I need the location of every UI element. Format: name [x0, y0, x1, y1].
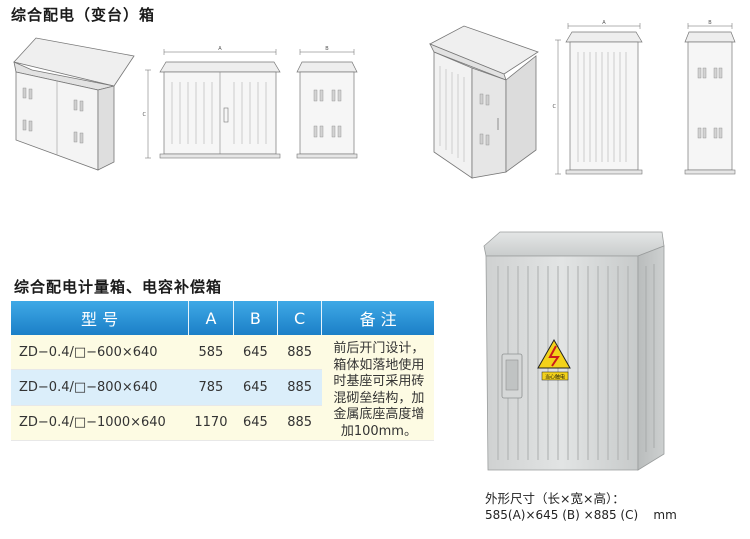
- dim-a-label-tall: A: [602, 20, 606, 26]
- cell-b: 645: [233, 405, 278, 442]
- dim-c-label-tall: C: [553, 104, 557, 110]
- cell-model: ZD−0.4/□−800×640: [11, 369, 189, 406]
- dim-a-label: A: [218, 46, 222, 52]
- header-a: A: [188, 301, 234, 335]
- cell-a: 1170: [188, 405, 234, 442]
- dim-b-label: B: [325, 46, 329, 52]
- cell-a: 785: [188, 369, 234, 406]
- spec-table: 型 号 A B C 备 注 ZD−0.4/□−600×640 585 645 8…: [11, 301, 434, 442]
- note-line: 前后开门设计，: [333, 341, 425, 356]
- note-line: 加100mm。: [340, 423, 417, 439]
- cell-model: ZD−0.4/□−600×640: [11, 335, 189, 371]
- table-header-row: 型 号 A B C 备 注: [11, 301, 434, 335]
- cabinet-side-elevation-tall-drawing: B: [684, 20, 736, 175]
- cabinet-side-elevation-wide-drawing: B: [296, 46, 358, 159]
- cell-c: 885: [277, 405, 322, 442]
- dimension-caption-line1: 外形尺寸（长×宽×高）：: [485, 491, 625, 506]
- section1-title: 综合配电（变台）箱: [11, 6, 156, 24]
- cell-model: ZD−0.4/□−1000×640: [11, 405, 189, 442]
- cell-c: 885: [277, 369, 322, 406]
- cell-a: 585: [188, 335, 234, 371]
- table-row: ZD−0.4/□−1000×640 1170 645 885: [11, 405, 434, 442]
- cabinet-front-elevation-wide-drawing: A C: [143, 46, 281, 159]
- header-note: 备 注: [321, 301, 434, 335]
- cabinet-isometric-wide-drawing: [13, 37, 135, 171]
- table-row: ZD−0.4/□−600×640 585 645 885 前后开门设计， 箱体如…: [11, 335, 434, 441]
- note-line: 时基座可采用砖: [333, 374, 425, 389]
- header-b: B: [233, 301, 279, 335]
- note-line: 箱体如落地使用: [333, 357, 425, 373]
- cell-c: 885: [277, 335, 322, 371]
- dimension-caption-line2: 585(A)×645 (B) ×885 (C) mm: [485, 508, 677, 522]
- note-cell: 前后开门设计， 箱体如落地使用 时基座可采用砖 混砌垒结构，加 金属底座高度增 …: [321, 335, 434, 441]
- warning-label: 当心触电: [545, 374, 565, 381]
- cell-b: 645: [233, 335, 278, 371]
- cabinet-front-elevation-tall-drawing: A C: [553, 20, 643, 175]
- section2-title: 综合配电计量箱、电容补偿箱: [14, 278, 223, 296]
- cabinet-isometric-tall-drawing: [429, 25, 539, 179]
- dim-b-label-tall: B: [708, 20, 712, 26]
- cell-b: 645: [233, 369, 278, 406]
- table-row: ZD−0.4/□−800×640 785 645 885: [11, 369, 434, 406]
- note-line: 混砌垒结构，加: [333, 390, 425, 406]
- header-c: C: [277, 301, 323, 335]
- note-line: 金属底座高度增: [333, 407, 425, 422]
- cabinet-product-photo: 当心触电: [483, 231, 665, 471]
- dim-c-label: C: [143, 112, 147, 118]
- header-model: 型 号: [11, 301, 190, 335]
